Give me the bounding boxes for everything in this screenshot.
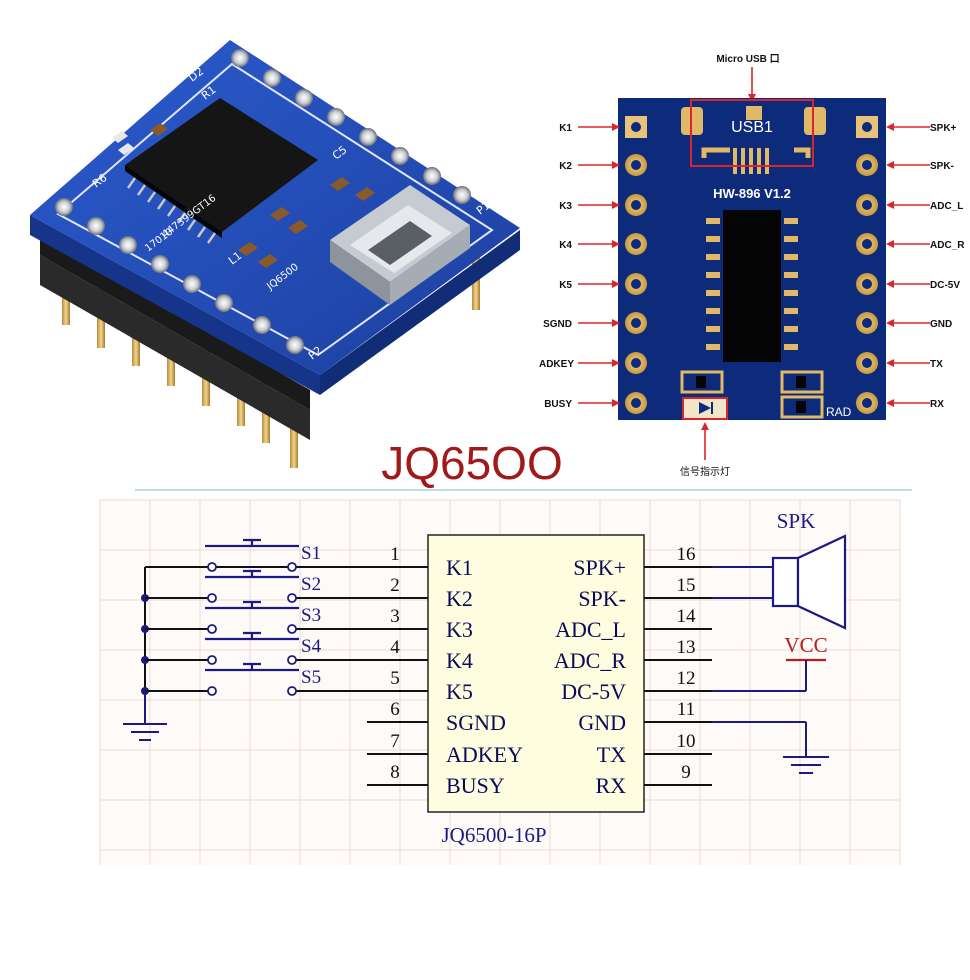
pin-name-adkey: ADKEY [446, 742, 523, 767]
pcb-left-pins: K1 K2 K3 K4 K5 SGND ADKEY BUSY [539, 116, 647, 414]
switch-label-s5: S5 [301, 667, 321, 688]
pin-num-6: 6 [390, 699, 400, 720]
pin-num-5: 5 [390, 668, 400, 689]
pin-name-rx: RX [595, 773, 626, 798]
pin-num-13: 13 [677, 637, 696, 658]
pin-name-sgnd: SGND [446, 710, 506, 735]
pcb-chip [723, 210, 781, 362]
pcb-left-label-6: SGND [543, 319, 572, 330]
pin-num-9: 9 [681, 762, 691, 783]
vcc-symbol: VCC [712, 633, 828, 692]
pin-num-11: 11 [677, 699, 695, 720]
switch-label-s4: S4 [301, 636, 322, 657]
pin-num-2: 2 [390, 575, 400, 596]
pcb-left-label-5: K5 [559, 280, 572, 291]
pin-name-k1: K1 [446, 555, 473, 580]
pin-num-8: 8 [390, 762, 400, 783]
photo-pads-bottom [55, 198, 304, 354]
chip-name-label: JQ6500-16P [441, 823, 546, 847]
pin-num-3: 3 [390, 606, 400, 627]
led-label: 信号指示灯 [680, 465, 730, 478]
photo-pads-top [231, 49, 471, 204]
pin-num-10: 10 [677, 731, 696, 752]
pin-name-gnd: GND [578, 710, 626, 735]
module-photo: 17010 447399GT16 JQ6500 R8 R6 R1 D2 P1 P… [30, 40, 520, 468]
switch-bank: S1 S2 S3 S4 S5 [123, 538, 367, 741]
switch-label-s2: S2 [301, 574, 321, 595]
usb-connector-photo [330, 185, 470, 305]
schematic: 1 2 3 4 5 6 7 8 K1 K2 K3 K4 K5 SGND ADKE… [99, 499, 901, 865]
pin-num-15: 15 [677, 575, 696, 596]
pin-num-7: 7 [390, 731, 400, 752]
switch-label-s3: S3 [301, 605, 321, 626]
usb-highlight-box [690, 99, 814, 167]
pcb-layout: Micro USB 口 USB1 HW-896 V1.2 [539, 54, 965, 478]
pcb-right-label-6: GND [930, 319, 952, 330]
ground-symbol-right [712, 721, 829, 774]
speaker-symbol: SPK [712, 509, 847, 630]
ground-symbol-left [123, 691, 167, 741]
pcb-left-label-1: K1 [559, 123, 572, 134]
pcb-right-label-8: RX [930, 399, 944, 410]
pcb-right-label-5: DC-5V [930, 280, 960, 291]
switch-label-s1: S1 [301, 543, 321, 564]
pin-name-k4: K4 [446, 648, 473, 673]
pcb-right-pins: SPK+ SPK- ADC_L ADC_R DC-5V GND TX RX [856, 116, 965, 414]
pin-name-k3: K3 [446, 617, 473, 642]
pcb-right-label-3: ADC_L [930, 201, 963, 212]
vcc-label: VCC [784, 633, 827, 657]
main-title: JQ65OO [381, 437, 563, 489]
pin-name-spk-minus: SPK- [578, 586, 626, 611]
pcb-left-label-7: ADKEY [539, 359, 574, 370]
pin-name-tx: TX [597, 742, 626, 767]
pin-num-1: 1 [390, 544, 400, 565]
pin-name-adc-r: ADC_R [554, 648, 626, 673]
pin-name-k2: K2 [446, 586, 473, 611]
pcb-right-label-2: SPK- [930, 161, 954, 172]
pin-name-k5: K5 [446, 679, 473, 704]
pcb-left-label-2: K2 [559, 161, 572, 172]
pcb-left-label-8: BUSY [544, 399, 572, 410]
pin-num-4: 4 [390, 637, 400, 658]
rad-label: RAD [826, 405, 852, 419]
pcb-right-label-7: TX [930, 359, 943, 370]
pin-num-14: 14 [677, 606, 697, 627]
speaker-label: SPK [777, 509, 816, 533]
pin-name-spk-plus: SPK+ [573, 555, 626, 580]
usb1-label: USB1 [731, 119, 773, 136]
pcb-left-label-3: K3 [559, 201, 572, 212]
jq6500-chip-body [427, 534, 645, 813]
pcb-right-label-4: ADC_R [930, 240, 965, 251]
pcb-left-label-4: K4 [559, 240, 572, 251]
pin-name-dc5v: DC-5V [561, 679, 626, 704]
board-version-label: HW-896 V1.2 [713, 186, 791, 201]
silk-l1: L1 [226, 249, 244, 267]
pin-name-busy: BUSY [446, 773, 505, 798]
micro-usb-label: Micro USB 口 [716, 54, 779, 65]
pin-name-adc-l: ADC_L [555, 617, 626, 642]
pcb-right-label-1: SPK+ [930, 123, 957, 134]
pin-num-16: 16 [677, 544, 696, 565]
pin-num-12: 12 [677, 668, 696, 689]
